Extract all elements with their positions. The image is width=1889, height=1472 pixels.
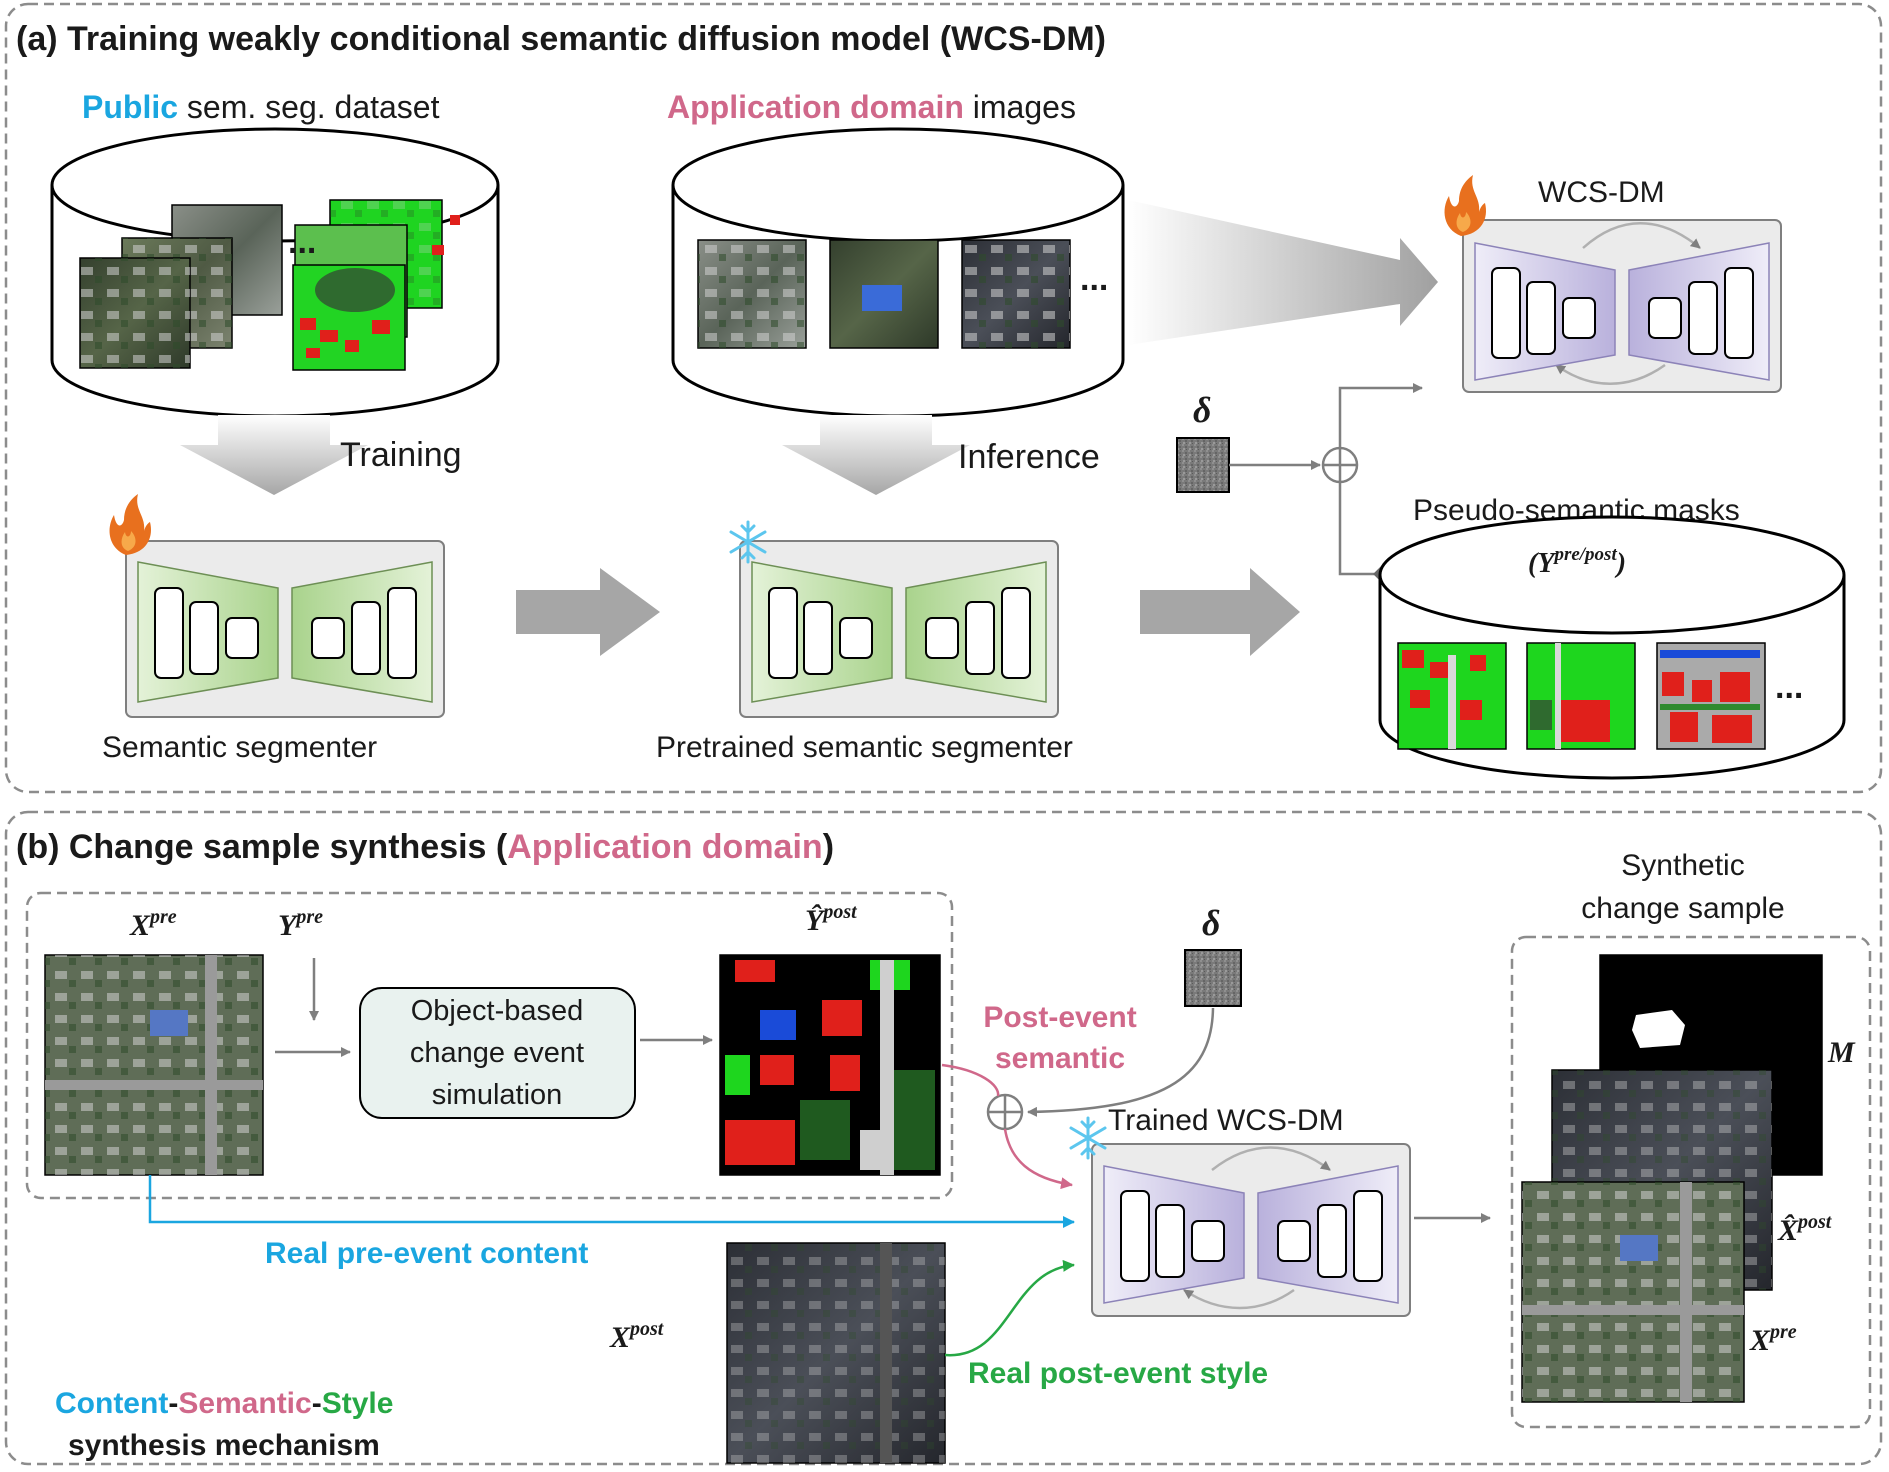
y-hat-post-label: Ŷpost (805, 901, 858, 937)
real-post-event-arrow (944, 1259, 1075, 1357)
panel-b-title: (b) Change sample synthesis (Application… (16, 828, 834, 866)
wcsdm-block (1462, 219, 1782, 393)
noise-square-b (1184, 949, 1242, 1007)
post-event-semantic-line1: Post-event (983, 1001, 1136, 1034)
panel-a-frame (4, 2, 1883, 794)
flow-arrow-to-wcsdm (1128, 200, 1438, 345)
simulation-box (359, 987, 636, 1119)
x-pre-label: Xpre (129, 906, 177, 942)
public-dataset-caption: Public sem. seg. dataset (82, 89, 440, 125)
x-pre-output-image (1521, 1181, 1745, 1403)
trained-wcsdm-label: Trained WCS-DM (1108, 1104, 1344, 1137)
synthetic-line1: Synthetic (1621, 849, 1744, 882)
y-pre-label: Ypre (278, 906, 323, 942)
application-images-ellipsis: ... (1080, 260, 1108, 298)
x-pre-image (44, 954, 264, 1176)
real-pre-event-label: Real pre-event content (265, 1237, 588, 1270)
pseudo-masks-notation: (Ypre/post) (1528, 544, 1626, 579)
mechanism-caption-line2: synthesis mechanism (68, 1429, 380, 1462)
post-event-semantic-line2: semantic (995, 1042, 1125, 1075)
panel-a-title: (a) Training weakly conditional semantic… (16, 20, 1106, 58)
plus-circle-icon (1321, 446, 1359, 484)
flame-icon (1444, 175, 1486, 236)
panel-b-frame (4, 810, 1883, 1466)
snowflake-icon (729, 520, 767, 564)
synthetic-sample-frame (1510, 935, 1872, 1429)
pretrained-segmenter-label: Pretrained semantic segmenter (656, 731, 1073, 764)
simulation-line1: Object-based (411, 995, 584, 1027)
application-images (697, 239, 1071, 349)
simulation-group-frame (25, 891, 954, 1200)
plus-circle-icon (986, 1093, 1024, 1131)
delta-symbol-a: δ (1193, 390, 1211, 430)
delta-symbol-b: δ (1202, 903, 1220, 943)
inference-label: Inference (958, 438, 1100, 476)
x-post-image (726, 1242, 946, 1464)
semantic-segmenter-block (125, 540, 445, 718)
snowflake-icon (1069, 1116, 1107, 1160)
training-label: Training (340, 436, 462, 474)
noise-square-a (1176, 437, 1230, 493)
mask-to-plus-curve (941, 1063, 1000, 1097)
x-hat-post-label: X̂post (1777, 1211, 1833, 1247)
pretrained-segmenter-block (739, 540, 1059, 718)
training-down-arrow (180, 415, 368, 495)
wcsdm-label: WCS-DM (1538, 176, 1665, 209)
simulation-line2: change event (410, 1037, 584, 1069)
flame-icon (109, 494, 151, 555)
real-pre-event-arrow (148, 1175, 1075, 1228)
pseudo-masks-ellipsis: ... (1775, 668, 1803, 706)
simulation-line3: simulation (432, 1079, 563, 1111)
public-dataset-ellipsis: ... (288, 223, 316, 261)
pseudo-mask-images (1397, 642, 1766, 750)
public-dataset-images (79, 199, 460, 371)
segmenter-to-pretrained-arrow (516, 568, 660, 656)
m-label: M (1827, 1036, 1856, 1069)
pretrained-to-masks-arrow (1140, 568, 1300, 656)
synthetic-line2: change sample (1581, 892, 1784, 925)
y-hat-post-mask (719, 954, 941, 1176)
inference-down-arrow (782, 415, 970, 495)
noise-to-plus-arrow-b (1027, 1007, 1215, 1117)
x-post-label: Xpost (609, 1318, 665, 1354)
plus-to-trained-arrow (1003, 1128, 1073, 1190)
x-pre-output-label: Xpre (1749, 1321, 1797, 1357)
real-post-event-label: Real post-event style (968, 1357, 1268, 1390)
trained-wcsdm-block (1091, 1143, 1411, 1317)
mechanism-caption-line1: Content-Semantic-Style (55, 1387, 393, 1420)
semantic-segmenter-label: Semantic segmenter (102, 731, 377, 764)
application-images-caption: Application domain images (667, 89, 1076, 125)
plus-to-wcsdm-arrow (1338, 383, 1423, 448)
masks-to-plus-line (1338, 482, 1380, 576)
